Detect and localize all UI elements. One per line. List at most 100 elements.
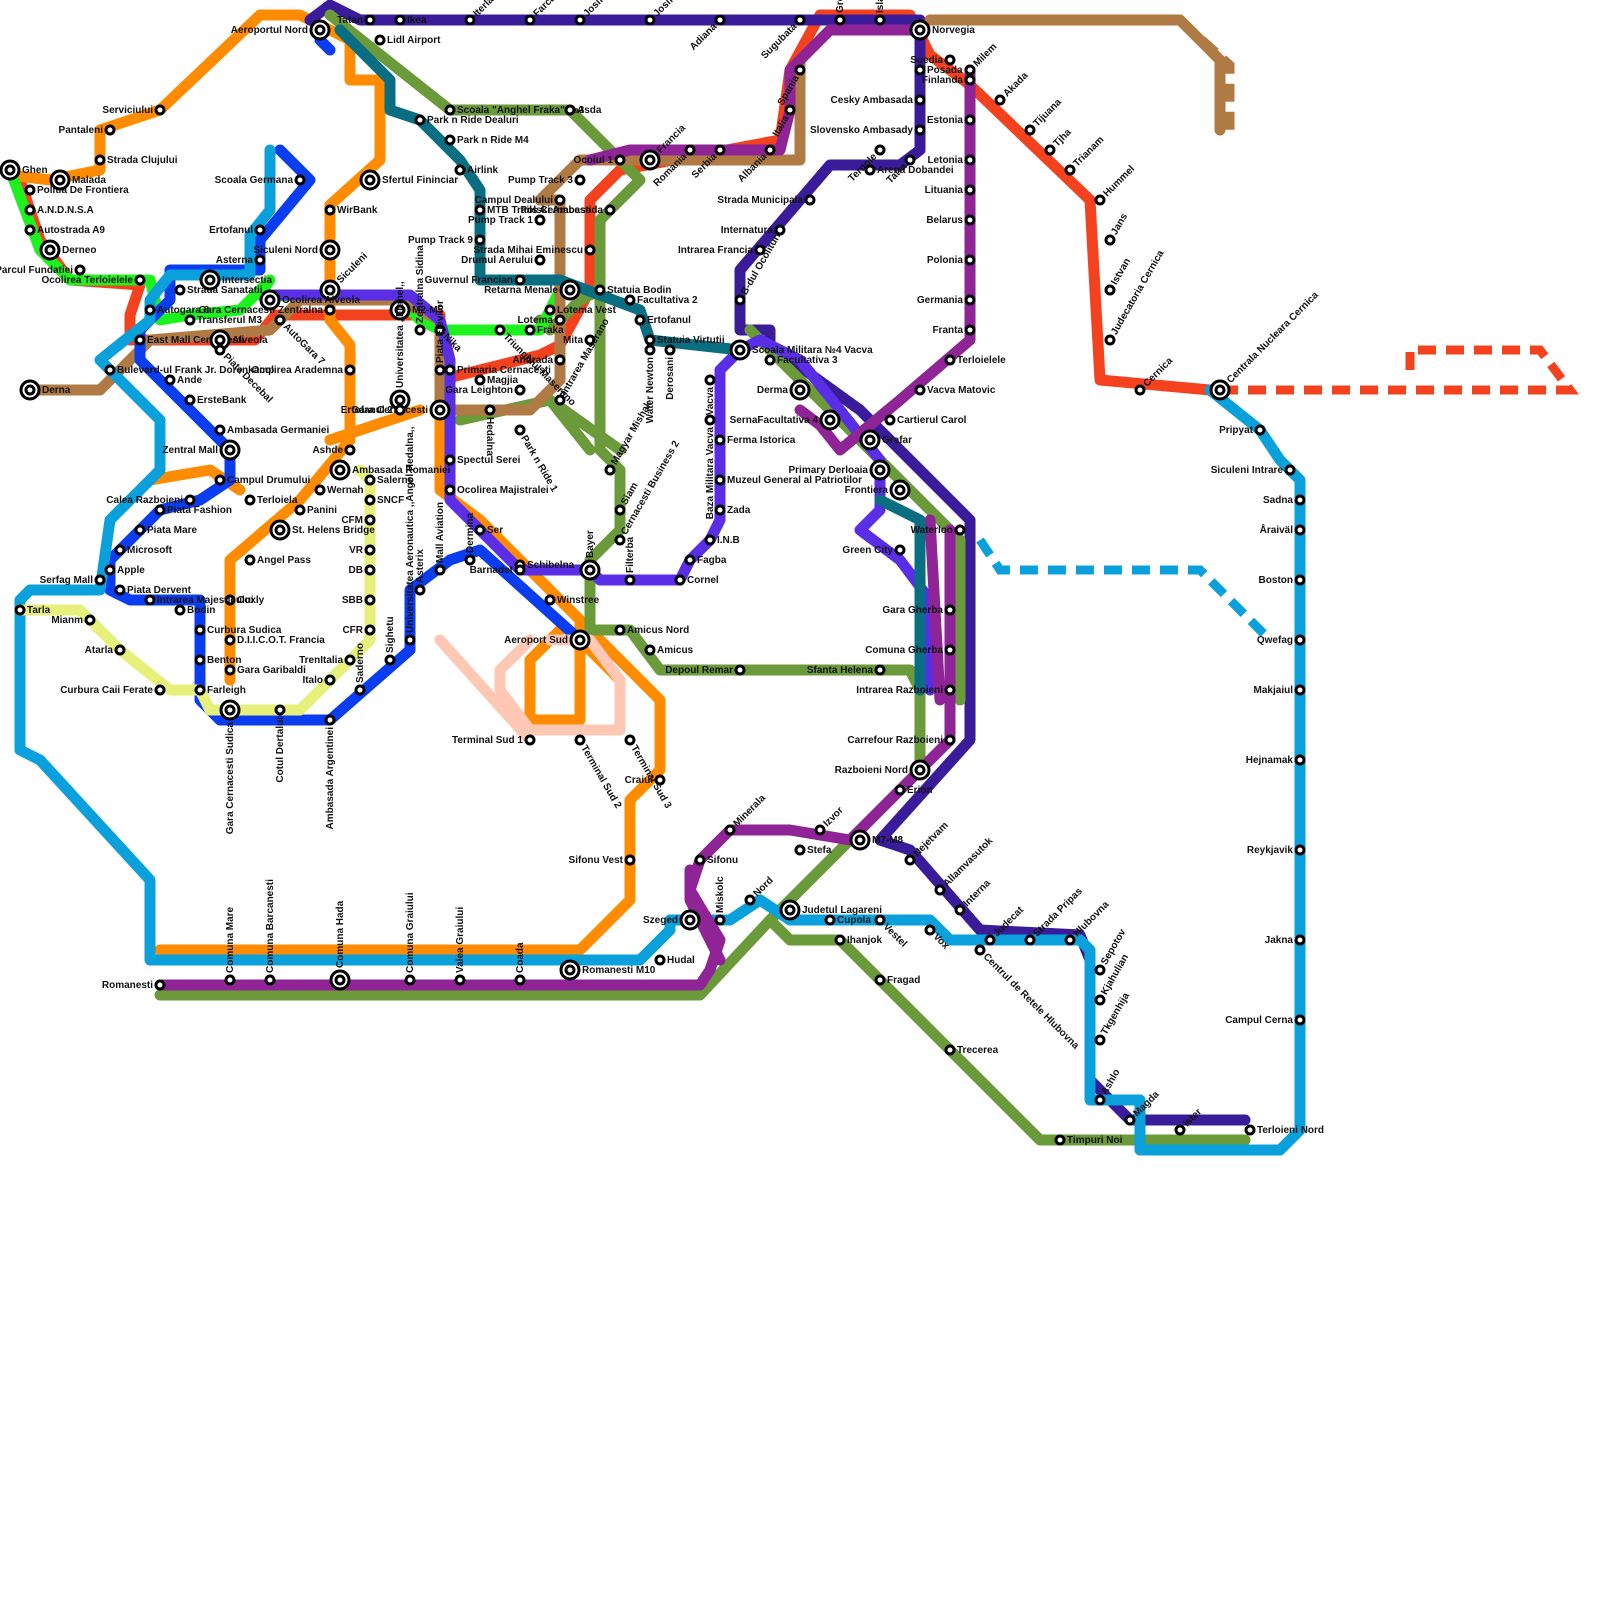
station[interactable]: Strada Clujului [96, 155, 178, 166]
station[interactable]: Winstree [546, 595, 600, 606]
station[interactable]: Amicus [646, 645, 694, 656]
station[interactable]: Derna [21, 381, 71, 399]
station[interactable]: I.N.B [706, 535, 740, 546]
station[interactable]: Izvor [816, 805, 846, 834]
station[interactable]: Jans [1106, 211, 1130, 244]
station[interactable]: Arena Dobandei [866, 165, 954, 176]
station[interactable]: Interna [956, 878, 993, 914]
station[interactable]: Ambasada Argentinei [325, 716, 336, 829]
station[interactable]: Ikea [396, 15, 427, 26]
station[interactable]: Depoul Remar [665, 665, 744, 676]
station[interactable]: Hummel [1096, 163, 1137, 204]
station[interactable]: Terloiela [246, 495, 298, 506]
station[interactable]: Lotema Vest [546, 305, 617, 316]
station[interactable]: Miskolc [715, 876, 726, 924]
station[interactable]: Tjha [1046, 127, 1074, 154]
station[interactable]: Polonia [927, 255, 974, 266]
station[interactable]: Sighetu [385, 616, 396, 664]
station[interactable]: A.N.D.N.S.A [26, 205, 94, 216]
station[interactable]: Boston [1259, 575, 1304, 586]
station[interactable]: Fagba [686, 555, 727, 566]
station[interactable]: Comuna Mare [225, 906, 236, 984]
station[interactable]: Intrarea Francia [678, 245, 764, 256]
station[interactable]: Universitatea Aeronautica ,,Angel Hedaln… [405, 426, 416, 644]
station[interactable]: Facultativa 3 [766, 355, 838, 366]
station[interactable]: Romanesti [102, 980, 164, 991]
station[interactable]: Park n Ride Dealuri [416, 115, 519, 126]
station[interactable]: DB [349, 565, 374, 576]
station[interactable]: Ambasada Germaniei [216, 425, 329, 436]
station[interactable]: Atarla [85, 645, 124, 656]
station[interactable]: SernaFacultativa 4 [730, 411, 839, 429]
station[interactable]: Hlubovna [1066, 899, 1112, 944]
station[interactable]: Cotul Dertalui [275, 706, 286, 783]
station[interactable]: Pripyat [1219, 425, 1264, 436]
station[interactable]: Centrala Nucleara Cernica [1211, 290, 1321, 399]
station[interactable]: Benton [196, 655, 241, 666]
station[interactable]: Parcul Fundatiei [0, 265, 84, 276]
station[interactable]: Centrul de Retele Hlubovna [976, 946, 1081, 1052]
station[interactable]: Milem [966, 41, 999, 74]
station[interactable]: Siculeni Nord [254, 241, 339, 259]
station[interactable]: Judecatoria Cernica [1106, 248, 1167, 344]
station[interactable]: Amicus Nord [616, 625, 689, 636]
station[interactable]: Stefa [796, 845, 832, 856]
station[interactable]: Terminal Sud 2 [576, 736, 624, 811]
station[interactable]: Gara Garibaldi [226, 665, 306, 676]
station[interactable]: Hudal [656, 955, 695, 966]
station[interactable]: Vacva [705, 376, 716, 415]
station[interactable]: Siculeni Intrare [1211, 465, 1294, 476]
station[interactable]: Barnadet [470, 565, 524, 576]
station[interactable]: Vacva Matovic [916, 385, 996, 396]
station[interactable]: Cupola [826, 915, 871, 926]
station[interactable]: Apple [106, 565, 145, 576]
station[interactable]: Guvernul Francian [425, 275, 524, 286]
station[interactable]: Ande [166, 375, 202, 386]
station[interactable]: Statuia Virtutii [646, 335, 725, 346]
station[interactable]: CFR [342, 625, 374, 636]
station[interactable]: Campul Cerna [1225, 1015, 1304, 1026]
station[interactable]: Franta [932, 325, 974, 336]
station[interactable]: Comuna Graiului [405, 892, 416, 984]
station[interactable]: Magyar Mishak [606, 399, 655, 474]
station[interactable]: Bodin [176, 605, 215, 616]
station[interactable]: Groenlanda [835, 0, 846, 24]
station[interactable]: Ser [476, 525, 503, 536]
station[interactable]: Transferul M3 [186, 315, 262, 326]
station[interactable]: Muzeul General al Patriotilor [716, 475, 862, 486]
station[interactable]: Comuna Barcanesti [265, 879, 276, 984]
station[interactable]: Islanda [875, 0, 886, 24]
station[interactable]: Coada [515, 942, 526, 984]
station[interactable]: D.I.I.C.O.T. Francia [226, 635, 325, 646]
station[interactable]: Qwefag [1257, 635, 1304, 646]
station[interactable]: Ocolirea Terloielele [41, 275, 144, 286]
station[interactable]: Valea Graiului [455, 907, 466, 984]
station[interactable]: Zada [716, 505, 751, 516]
station[interactable]: SBB [342, 595, 374, 606]
station[interactable]: Drumul Aerului [461, 255, 544, 266]
station[interactable]: Sfanta Helena [807, 665, 884, 676]
station[interactable]: Sifonu Vest [569, 855, 634, 866]
station[interactable]: Piata Elevilor [435, 300, 446, 374]
station[interactable]: Estonia [927, 115, 974, 126]
station[interactable]: Italo [302, 675, 334, 686]
station[interactable]: Intrarea Razboieni [856, 685, 954, 696]
station[interactable]: Ocolirea Majistralei [446, 485, 549, 496]
station[interactable]: Razboieni Nord [835, 761, 929, 779]
station[interactable]: Polski Ambasada [521, 205, 614, 216]
station[interactable]: Asterix [415, 549, 426, 594]
station[interactable]: Autostrada A9 [26, 225, 105, 236]
station[interactable]: Strada Municipala [717, 195, 814, 206]
station[interactable]: Pantaleni [59, 125, 114, 136]
station[interactable]: Sadna [1263, 495, 1304, 506]
station[interactable]: Cornel [676, 575, 719, 586]
station[interactable]: Facultativa 2 [626, 295, 698, 306]
station[interactable]: Fraka [526, 325, 564, 336]
station[interactable]: Park n Ride M4 [446, 135, 529, 146]
station[interactable]: Panini [296, 505, 337, 516]
station[interactable]: Cesky Ambasada [831, 95, 924, 106]
station[interactable]: Asda [566, 105, 602, 116]
station[interactable]: Carrefour Razboieni [847, 735, 954, 746]
station[interactable]: VR [349, 545, 374, 556]
station[interactable]: Politia De Frontiera [26, 185, 129, 196]
